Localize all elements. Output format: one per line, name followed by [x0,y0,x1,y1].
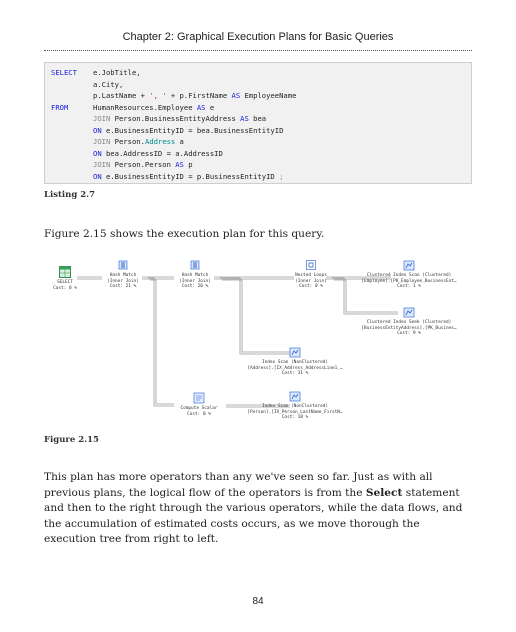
plan-node-hash-match-1: Hash Match (Inner Join) Cost: 21 % [100,259,146,290]
listing-caption: Listing 2.7 [44,190,96,200]
table-icon [59,266,71,278]
plan-node-clustered-index-seek: Clustered Index Seek (Clustered) [Busine… [352,306,466,337]
hash-match-icon [118,260,128,270]
plan-node-index-scan-person: Index Scan (NonClustered) [Person].[IX_P… [240,390,350,421]
plan-node-compute-scalar: Compute Scalar Cost: 0 % [170,392,228,417]
body-paragraph: This plan has more operators than any we… [44,471,463,545]
nested-loops-icon [306,260,316,270]
index-scan-icon [289,391,301,402]
code-line-9: JOIN Person.Person AS p [93,160,193,169]
clustered-index-seek-icon [403,307,415,318]
code-line-2: a.City, [93,79,124,89]
plan-node-index-scan-address: Index Scan (NonClustered) [Address].[IX_… [240,346,350,377]
clustered-index-scan-icon [403,260,415,271]
code-line-3: p.LastName + ', ' + p.FirstName AS Emplo… [93,91,297,100]
code-line-6: ON e.BusinessEntityID = bea.BusinessEnti… [93,125,284,135]
code-line-5: JOIN Person.BusinessEntityAddress AS bea [93,114,267,123]
code-line-8: ON bea.AddressID = a.AddressID [93,148,223,158]
plan-node-hash-match-2: Hash Match (Inner Join) Cost: 20 % [172,259,218,290]
compute-scalar-icon [193,392,205,404]
plan-node-select: SELECT Cost: 0 % [48,266,82,291]
index-scan-icon [289,347,301,358]
page-number: 84 [252,596,264,607]
intro-paragraph: Figure 2.15 shows the execution plan for… [44,228,325,240]
hash-match-icon [190,260,200,270]
select-emphasis: Select [365,486,403,499]
code-line-10: ON e.BusinessEntityID = p.BusinessEntity… [93,171,284,181]
plan-node-nested-loops: Nested Loops (Inner Join) Cost: 0 % [288,259,334,290]
code-line-7: JOIN Person.Address a [93,137,184,146]
execution-plan-figure: SELECT Cost: 0 % Hash Match (Inner Join)… [44,252,484,432]
plan-node-clustered-index-scan: Clustered Index Scan (Clustered) [Employ… [352,259,466,290]
running-header: Chapter 2: Graphical Execution Plans for… [122,31,394,43]
plan-connectors [77,276,398,408]
figure-caption: Figure 2.15 [44,435,99,445]
header-rule [44,50,472,51]
